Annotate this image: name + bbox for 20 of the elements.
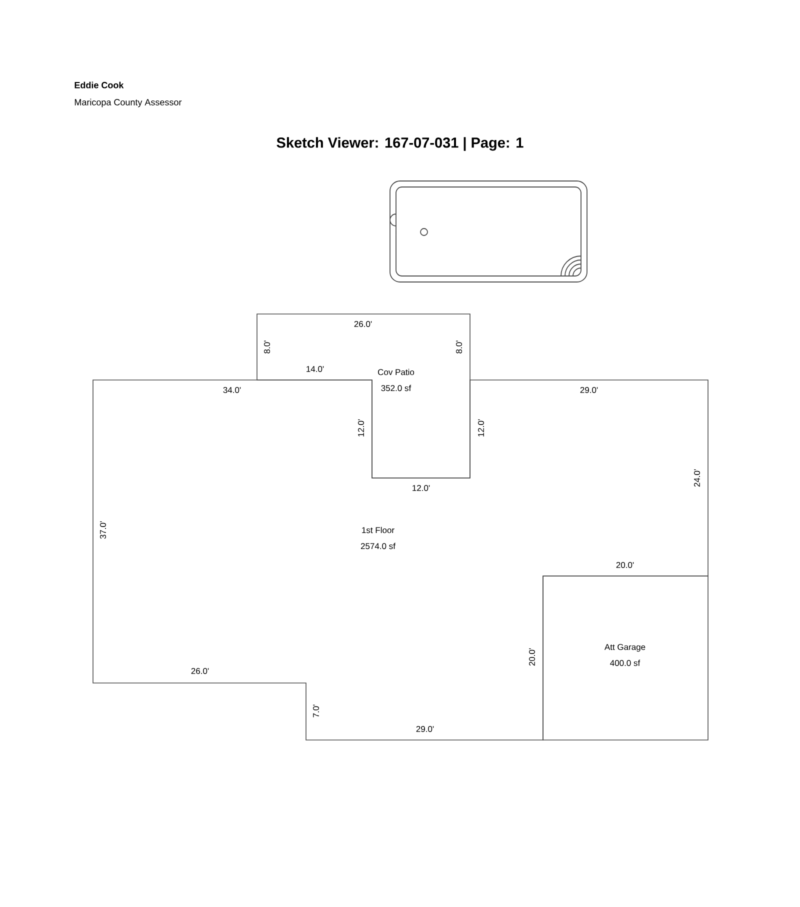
dimension-label: 7.0' (313, 704, 319, 718)
name-text: Eddie Cook (74, 82, 124, 88)
title: Sketch Viewer: 167-07-031 | Page: 1 (276, 137, 524, 151)
dimension-label: 26.0' (191, 668, 209, 674)
dimension-label: 8.0' (264, 340, 270, 354)
dimension-label: 12.0' (358, 419, 364, 436)
dimension-label: 29.0' (416, 726, 434, 732)
dimension-label: 20.0' (529, 648, 535, 666)
garage-area: Att Garage 400.0 sf (542, 576, 708, 740)
dimension-label: 34.0' (223, 387, 241, 393)
dimension-label: 37.0' (100, 521, 106, 539)
dimension-label: 20.0' (616, 562, 634, 568)
dimension-label: 24.0' (694, 469, 700, 487)
dimension-label: 14.0' (306, 366, 324, 372)
dimension-label: 29.0' (580, 387, 598, 393)
office-text: Maricopa County Assessor (74, 98, 182, 108)
dimension-label: 12.0' (412, 485, 430, 491)
dimension-label: 8.0' (456, 340, 462, 354)
dimension-label: 12.0' (478, 419, 484, 436)
dimension-label: 26.0' (354, 321, 372, 327)
